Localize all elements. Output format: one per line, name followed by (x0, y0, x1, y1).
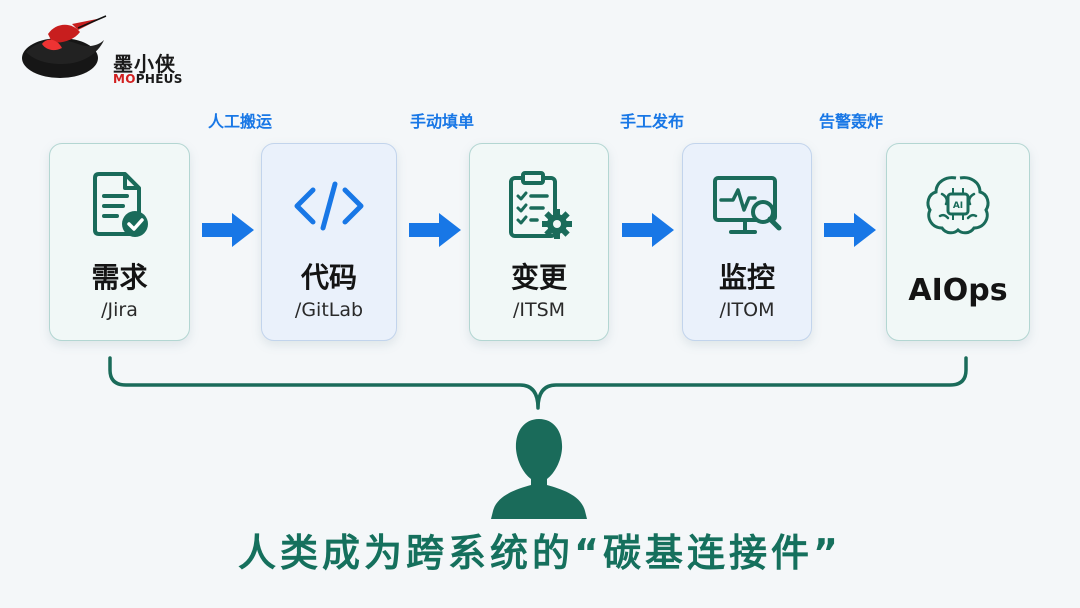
logo-english-name: MOPHEUS (113, 72, 183, 86)
stage-card-requirements: 需求 /Jira (49, 143, 190, 341)
conclusion-text: 人类成为跨系统的“碳基连接件” (238, 531, 842, 575)
stage-card-code: 代码 /GitLab (261, 143, 397, 341)
logo-en-rest: PHEUS (135, 72, 183, 86)
stage-title: 变更 (510, 261, 567, 294)
stage-title: 代码 (300, 261, 357, 294)
right-arrow-icon (622, 213, 674, 247)
right-arrow-icon (202, 213, 254, 247)
stage-subtitle: /ITOM (719, 299, 775, 321)
person-silhouette-icon (491, 419, 587, 519)
document-check-icon (92, 172, 148, 237)
ai-brain-icon: AI (926, 176, 990, 235)
code-icon (294, 181, 364, 231)
stage-subtitle: /ITSM (512, 299, 566, 321)
monitor-search-icon (713, 176, 782, 234)
right-arrow-icon (824, 213, 876, 247)
stage-subtitle: /GitLab (294, 299, 364, 321)
transition-label-2: 手动填单 (409, 112, 474, 131)
stage-title: 监控 (718, 261, 775, 294)
stage-title: 需求 (91, 261, 148, 294)
svg-text:AI: AI (953, 201, 963, 211)
stage-title: AIOps (908, 273, 1008, 308)
ink-swordsman-icon (22, 15, 107, 78)
logo-en-red: MO (113, 72, 136, 86)
transition-label-3: 手工发布 (619, 112, 684, 131)
stage-card-change: 变更 /ITSM (469, 143, 609, 341)
stage-subtitle: /Jira (101, 299, 138, 321)
brand-logo: 墨小侠 MOPHEUS (18, 14, 182, 86)
logo-chinese-name: 墨小侠 (113, 52, 176, 76)
right-arrow-icon (409, 213, 461, 247)
checklist-gear-icon (509, 171, 572, 239)
transition-label-4: 告警轰炸 (818, 112, 883, 131)
stage-card-aiops: AI AIOps (886, 143, 1030, 341)
transition-label-1: 人工搬运 (207, 112, 272, 131)
stage-card-monitoring: 监控 /ITOM (682, 143, 812, 341)
